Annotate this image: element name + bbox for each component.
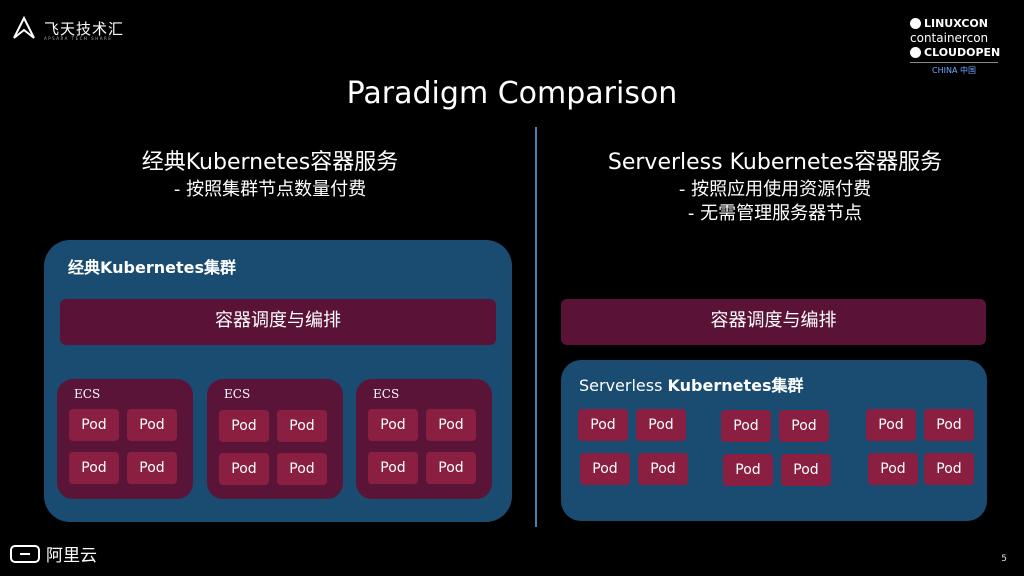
pod: Pod: [368, 409, 418, 441]
containercon-text: containercon: [910, 31, 989, 45]
column-divider: [535, 127, 537, 527]
pod: Pod: [277, 410, 327, 442]
pod: Pod: [219, 410, 269, 442]
ecs-node: ECS Pod Pod Pod Pod: [57, 379, 193, 499]
pod: Pod: [127, 409, 177, 441]
pod: Pod: [781, 454, 831, 486]
serverless-title-bold: Kubernetes集群: [667, 376, 804, 395]
pod: Pod: [368, 452, 418, 484]
ecs-node: ECS Pod Pod Pod Pod: [356, 379, 492, 499]
pod: Pod: [578, 409, 628, 441]
pod: Pod: [868, 453, 918, 485]
pod: Pod: [723, 454, 773, 486]
slide-title: Paradigm Comparison: [346, 76, 678, 111]
pod: Pod: [866, 409, 916, 441]
serverless-title-plain: Serverless: [579, 376, 668, 395]
pod: Pod: [924, 453, 974, 485]
right-bullet-2: - 无需管理服务器节点: [687, 203, 863, 224]
left-bullet-1: - 按照集群节点数量付费: [173, 179, 367, 200]
pod: Pod: [127, 452, 177, 484]
serverless-cluster-panel: Serverless Kubernetes集群 Pod Pod Pod Pod …: [561, 360, 987, 521]
pod: Pod: [426, 452, 476, 484]
left-heading: 经典Kubernetes容器服务: [141, 150, 399, 175]
linuxcon-icon: [910, 18, 921, 29]
pod: Pod: [636, 409, 686, 441]
brand-subtitle: APSARA TECH SHARE: [44, 36, 113, 41]
classic-cluster-title: 经典Kubernetes集群: [68, 258, 236, 277]
ecs-node: ECS Pod Pod Pod Pod: [207, 379, 343, 499]
alibaba-cloud-icon: [10, 544, 40, 563]
linuxcon-logo: LINUXCON: [910, 16, 1008, 31]
linuxcon-text: LINUXCON: [924, 17, 988, 30]
conference-logo: LINUXCON containercon CLOUDOPEN CHINA 中国: [910, 16, 1008, 76]
china-label: CHINA 中国: [910, 62, 998, 76]
scheduler-bar: 容器调度与编排: [60, 299, 496, 345]
pod: Pod: [426, 409, 476, 441]
pod: Pod: [69, 409, 119, 441]
alibaba-cloud-logo: 阿里云: [10, 541, 97, 566]
ecs-label: ECS: [224, 387, 251, 401]
page-number: 5: [1001, 554, 1007, 564]
ecs-label: ECS: [74, 387, 101, 401]
right-bullet-1: - 按照应用使用资源付费: [678, 179, 872, 200]
cloudopen-text: CLOUDOPEN: [924, 46, 1001, 59]
brand-name: 飞天技术汇: [44, 19, 125, 38]
pod: Pod: [219, 453, 269, 485]
apsara-logo: 飞天技术汇 APSARA TECH SHARE: [12, 14, 124, 42]
pod: Pod: [924, 409, 974, 441]
pod: Pod: [69, 452, 119, 484]
pod: Pod: [779, 410, 829, 442]
classic-cluster-panel: 经典Kubernetes集群 容器调度与编排 ECS Pod Pod Pod P…: [44, 240, 512, 522]
serverless-cluster-title: Serverless Kubernetes集群: [579, 372, 804, 396]
ecs-label: ECS: [373, 387, 400, 401]
pod: Pod: [721, 410, 771, 442]
right-heading: Serverless Kubernetes容器服务: [607, 150, 943, 175]
apsara-icon: [13, 16, 35, 39]
pod: Pod: [277, 453, 327, 485]
serverless-scheduler-bar: 容器调度与编排: [561, 299, 986, 345]
pod: Pod: [638, 453, 688, 485]
cloudopen-logo: CLOUDOPEN: [910, 45, 1008, 60]
company-name: 阿里云: [46, 546, 97, 566]
cloudopen-icon: [910, 47, 921, 58]
pod: Pod: [580, 453, 630, 485]
